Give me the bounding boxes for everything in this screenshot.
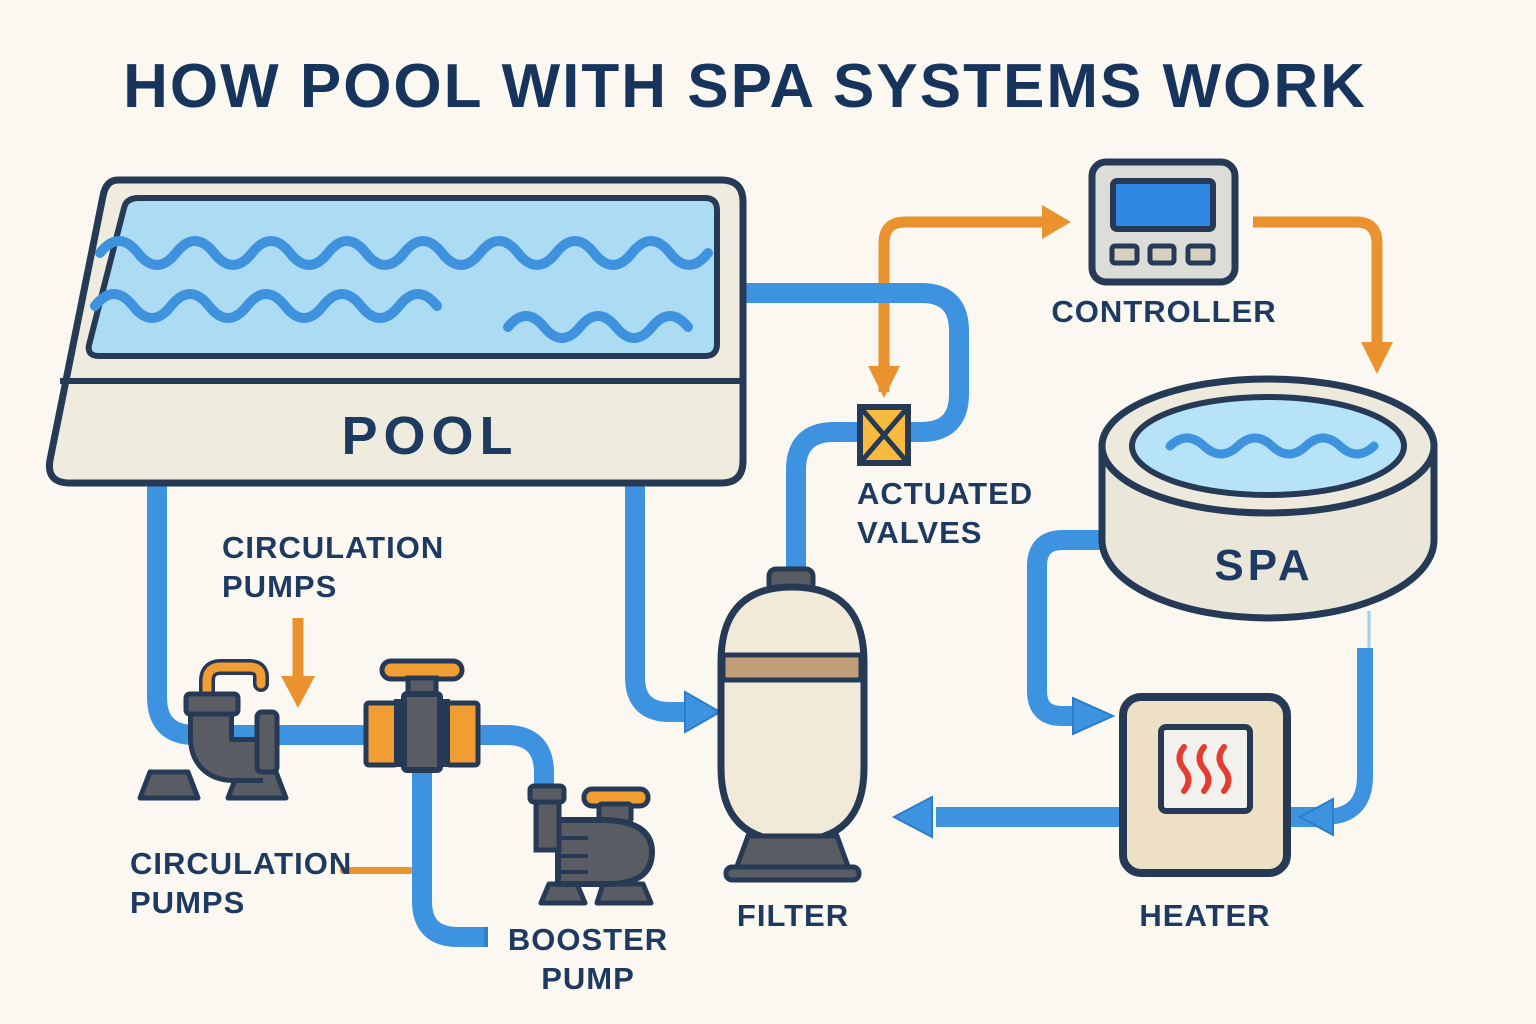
controller-to-spa-signal-line bbox=[1253, 216, 1383, 344]
pump-inlet-column bbox=[533, 797, 562, 853]
wave-icon bbox=[503, 311, 693, 343]
valve-left-wing bbox=[363, 700, 400, 768]
gate-valve-icon bbox=[363, 658, 481, 773]
wave-icon bbox=[95, 236, 713, 270]
filter-base bbox=[732, 833, 853, 872]
valve-branch-pipe bbox=[412, 760, 486, 947]
pool-to-filter-pipe bbox=[625, 478, 686, 722]
wave-icon bbox=[1165, 433, 1379, 459]
circulation-pumps-bottom-label: CIRCULATION PUMPS bbox=[130, 846, 353, 921]
diagram-title: HOW POOL WITH SPA SYSTEMS WORK bbox=[123, 52, 1367, 121]
spa-illustration bbox=[1098, 375, 1438, 622]
pump-flange bbox=[254, 709, 280, 775]
actuated-valves-label: ACTUATED VALVES bbox=[857, 476, 1034, 551]
pool-label: POOL bbox=[341, 406, 519, 466]
pump-inlet-flange bbox=[527, 783, 567, 805]
filter-illustration bbox=[717, 566, 868, 883]
heater-label: HEATER bbox=[1139, 898, 1271, 933]
pool-to-valve-to-filter-pipe bbox=[738, 283, 969, 576]
flow-arrow-right-icon bbox=[684, 690, 723, 734]
arrow-down-icon bbox=[1361, 342, 1393, 374]
valve-bar bbox=[394, 699, 404, 767]
booster-pump-icon bbox=[527, 783, 655, 906]
actuated-valve-icon bbox=[857, 404, 911, 466]
controller-button bbox=[1147, 243, 1177, 266]
valve-to-controller-signal-line bbox=[878, 216, 1043, 392]
heater-illustration bbox=[1119, 693, 1291, 877]
wave-icon bbox=[90, 289, 442, 323]
pool-waves bbox=[90, 236, 713, 343]
controller-button bbox=[1185, 243, 1216, 266]
circulation-pump-icon bbox=[137, 659, 289, 801]
pipe-flow-arrows bbox=[684, 690, 1334, 839]
flow-arrow-left-icon bbox=[891, 795, 933, 839]
signal-lines bbox=[281, 205, 1393, 874]
filter-foot bbox=[723, 864, 862, 883]
arrow-down-icon bbox=[868, 366, 900, 398]
circulation-pumps-top-label: CIRCULATION PUMPS bbox=[222, 530, 445, 605]
pump-handle-orange bbox=[202, 662, 266, 699]
arrow-down-icon bbox=[281, 676, 315, 708]
spa-label: SPA bbox=[1214, 541, 1314, 590]
pump-elbow bbox=[193, 702, 263, 778]
pump-foot bbox=[137, 769, 201, 801]
valve-cross-lines bbox=[858, 405, 910, 465]
heat-waves-icon bbox=[1176, 744, 1232, 794]
filter-tank bbox=[717, 583, 868, 845]
pump-volute-body bbox=[555, 817, 655, 887]
filter-label: FILTER bbox=[736, 898, 850, 933]
valve-bar bbox=[440, 699, 450, 767]
pump-collar bbox=[183, 691, 241, 717]
flow-arrow-left-icon bbox=[1297, 797, 1334, 837]
arrow-right-icon bbox=[1042, 205, 1071, 239]
pool-to-booster-pipe bbox=[147, 478, 554, 794]
controller-button bbox=[1109, 243, 1140, 266]
controller-screen bbox=[1110, 178, 1216, 232]
spa-to-heater-left-pipe bbox=[1027, 530, 1103, 726]
controller-label: CONTROLLER bbox=[1051, 294, 1277, 329]
valve-right-wing bbox=[444, 700, 481, 768]
pump-rungs bbox=[560, 836, 588, 874]
flow-arrow-right-icon bbox=[1072, 696, 1116, 736]
controller-device bbox=[1088, 158, 1239, 286]
spa-to-heater-right-pipe bbox=[1323, 648, 1373, 825]
pool-illustration bbox=[45, 176, 747, 487]
pool-water bbox=[85, 195, 720, 359]
valve-center-block bbox=[401, 691, 443, 773]
booster-pump-label: BOOSTER PUMP bbox=[507, 922, 669, 997]
filter-band bbox=[720, 652, 864, 683]
circulation-pumps-pointer-dash bbox=[340, 867, 413, 874]
